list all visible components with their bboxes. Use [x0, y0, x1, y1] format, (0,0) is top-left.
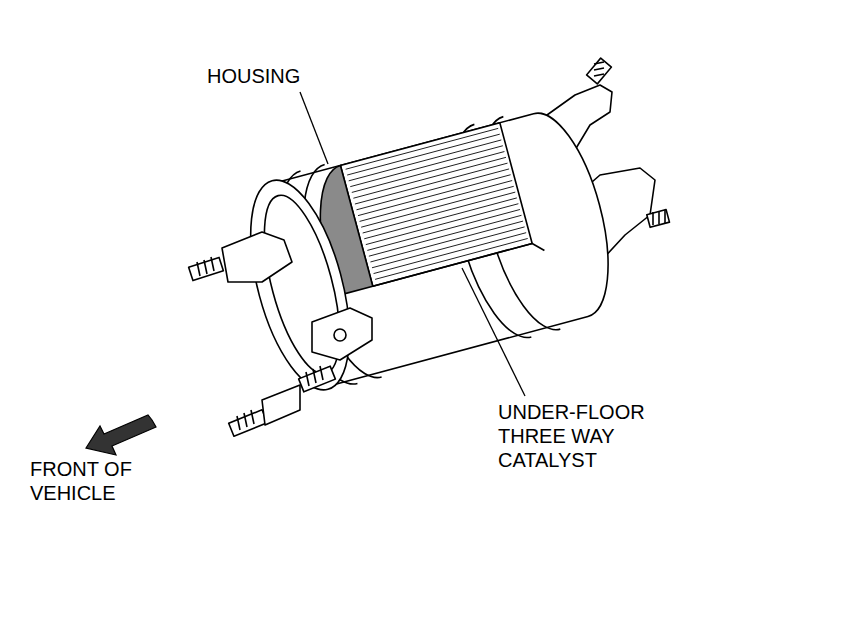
front-flange — [189, 232, 372, 436]
leader-line — [462, 268, 525, 396]
part-label: FRONT OF VEHICLE — [30, 457, 148, 505]
part-label: UNDER-FLOOR THREE WAY CATALYST — [498, 400, 663, 472]
part-label: HOUSING — [207, 64, 347, 88]
direction-arrow — [86, 415, 156, 455]
leader-line — [300, 92, 328, 164]
housing-body — [231, 99, 628, 403]
